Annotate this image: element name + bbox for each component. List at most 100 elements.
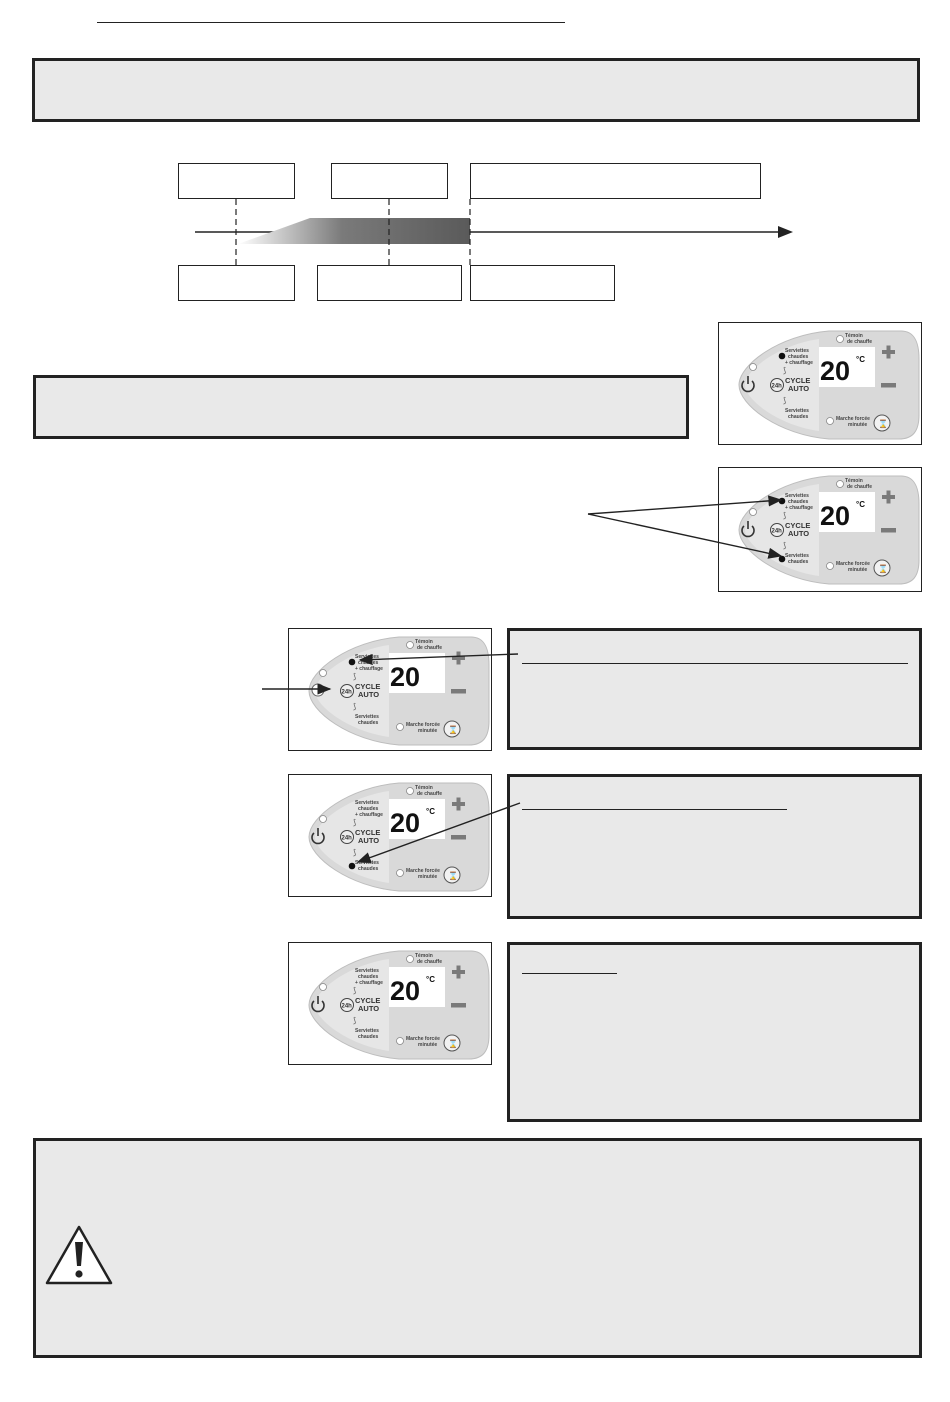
temperature-unit: °C [426,807,435,816]
svg-text:minutée: minutée [418,728,437,734]
minus-button[interactable] [881,528,896,533]
panel-lcd [389,799,445,839]
hourglass-icon: ⌛ [448,1039,458,1049]
svg-text:Serviettes: Serviettes [355,714,379,720]
svg-text:AUTO: AUTO [358,836,379,845]
power-icon[interactable] [741,376,755,393]
plus-button[interactable] [882,345,895,359]
svg-text:⟆: ⟆ [353,986,356,995]
plus-button[interactable] [452,965,465,979]
svg-text:Serviettes: Serviettes [785,408,809,414]
control-panel-a: Serviettes chaudes + chauffage ⟆ 24h CYC… [718,322,922,445]
temperature-display: 20 [390,662,420,692]
plus-button[interactable] [452,651,465,665]
svg-text:chaudes: chaudes [358,720,379,726]
svg-text:24h: 24h [342,690,353,696]
svg-text:AUTO: AUTO [358,1004,379,1013]
panel-a: Serviettes chaudes + chauffage ⟆ 24h CYC… [738,330,920,440]
mode-indicator-dot [348,804,356,812]
svg-text:+ chauffage: + chauffage [785,505,813,511]
mode-indicator-dot [778,410,786,418]
control-panel-e: Serviettes chaudes + chauffage ⟆ 24h CYC… [288,942,492,1065]
svg-text:Marche forcée: Marche forcée [406,1036,440,1042]
svg-text:+ chauffage: + chauffage [785,360,813,366]
hourglass-icon: ⌛ [878,564,888,574]
svg-text:24h: 24h [772,529,783,535]
panel-d: Serviettes chaudes + chauffage ⟆ 24h CYC… [308,782,490,892]
forced-mode-button[interactable]: ⌛ [443,1034,461,1052]
svg-text:de chauffe: de chauffe [417,959,442,965]
mode-info-box [33,375,689,439]
svg-text:de chauffe: de chauffe [417,791,442,797]
forced-mode-button[interactable]: ⌛ [873,559,891,577]
svg-text:Témoin: Témoin [845,478,863,484]
power-icon[interactable] [741,521,755,538]
svg-text:chaudes: chaudes [358,806,379,812]
panel-lcd [819,347,875,387]
minus-button[interactable] [881,383,896,388]
timeline-box-bottom-3 [470,265,615,301]
explanation-box-3 [507,942,922,1122]
panel-b: Serviettes chaudes + chauffage ⟆ 24h CYC… [738,475,920,585]
panel-lcd [389,967,445,1007]
plus-button[interactable] [452,797,465,811]
warning-box [33,1138,922,1358]
control-panel-b: Serviettes chaudes + chauffage ⟆ 24h CYC… [718,467,922,592]
svg-text:24h: 24h [342,836,353,842]
svg-text:⟆: ⟆ [783,541,786,550]
svg-text:minutée: minutée [418,1042,437,1048]
panel-c: Serviettes chaudes + chauffage ⟆ 24h CYC… [308,636,490,746]
minus-button[interactable] [451,1003,466,1008]
hourglass-icon: ⌛ [878,419,888,429]
mode-indicator-dot [348,716,356,724]
svg-text:chaudes: chaudes [788,559,809,565]
temperature-unit: °C [426,975,435,984]
panel-e: Serviettes chaudes + chauffage ⟆ 24h CYC… [308,950,490,1060]
timeline-box-top-2 [331,163,448,199]
svg-text:de chauffe: de chauffe [847,339,872,345]
mode-indicator-dot [348,972,356,980]
indicator-led [319,983,327,991]
svg-text:Témoin: Témoin [415,953,433,959]
svg-text:CYCLE: CYCLE [355,996,380,1005]
forced-mode-button[interactable]: ⌛ [873,414,891,432]
temperature-display: 20 [820,501,850,531]
panel-lcd [389,653,445,693]
indicator-led [749,363,757,371]
svg-text:CYCLE: CYCLE [785,521,810,530]
temperature-display: 20 [820,356,850,386]
svg-text:Serviettes: Serviettes [785,348,809,354]
power-icon[interactable] [311,828,325,845]
svg-text:CYCLE: CYCLE [355,682,380,691]
svg-text:⟆: ⟆ [353,1016,356,1025]
minus-button[interactable] [451,689,466,694]
indicator-led [319,669,327,677]
svg-text:⟆: ⟆ [783,396,786,405]
svg-text:chaudes: chaudes [358,1034,379,1040]
svg-text:minutée: minutée [418,874,437,880]
svg-text:⟆: ⟆ [353,848,356,857]
explanation-box-1 [507,628,922,750]
svg-text:AUTO: AUTO [788,384,809,393]
minus-button[interactable] [451,835,466,840]
forced-mode-button[interactable]: ⌛ [443,720,461,738]
svg-text:Marche forcée: Marche forcée [836,561,870,567]
svg-text:Témoin: Témoin [845,333,863,339]
plus-button[interactable] [882,490,895,504]
svg-text:AUTO: AUTO [358,690,379,699]
svg-text:CYCLE: CYCLE [355,828,380,837]
forced-mode-button[interactable]: ⌛ [443,866,461,884]
power-icon[interactable] [311,996,325,1013]
svg-text:CYCLE: CYCLE [785,376,810,385]
svg-text:de chauffe: de chauffe [847,484,872,490]
svg-text:minutée: minutée [848,422,867,428]
timeline-box-top-1 [178,163,295,199]
timeline-box-bottom-1 [178,265,295,301]
svg-text:+ chauffage: + chauffage [355,980,383,986]
svg-text:Témoin: Témoin [415,785,433,791]
svg-text:Témoin: Témoin [415,639,433,645]
svg-text:Serviettes: Serviettes [785,553,809,559]
svg-text:24h: 24h [342,1004,353,1010]
timeline-box-top-3 [470,163,761,199]
